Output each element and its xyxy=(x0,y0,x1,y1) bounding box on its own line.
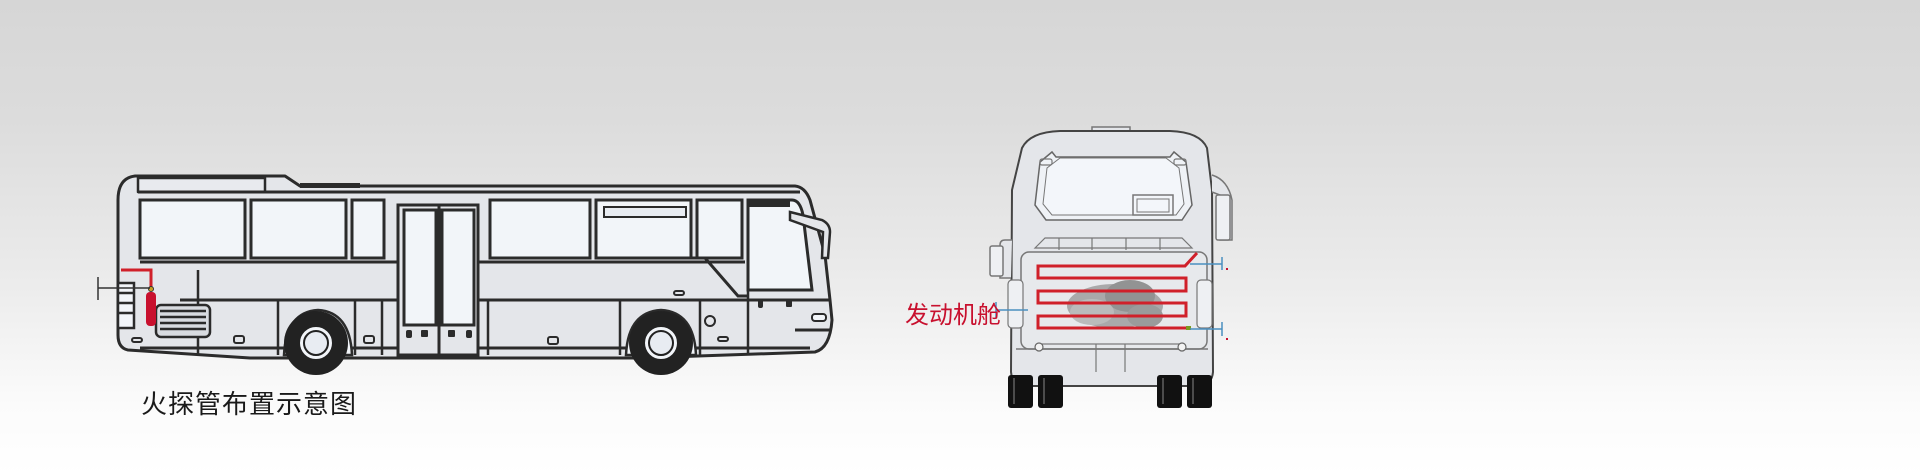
diagram-title: 火探管布置示意图 xyxy=(141,390,358,420)
rear-wheel xyxy=(282,308,354,375)
front-wheel xyxy=(624,308,698,375)
fire-detection-tube-side xyxy=(121,268,156,326)
engine-callout-line xyxy=(995,257,1223,336)
side-mirror xyxy=(788,210,832,260)
callout-line-side xyxy=(97,277,150,300)
fire-detection-tube-rear xyxy=(1036,251,1199,330)
rear-grille xyxy=(154,303,212,339)
engine-compartment-label: 发动机舱 xyxy=(905,301,1001,329)
